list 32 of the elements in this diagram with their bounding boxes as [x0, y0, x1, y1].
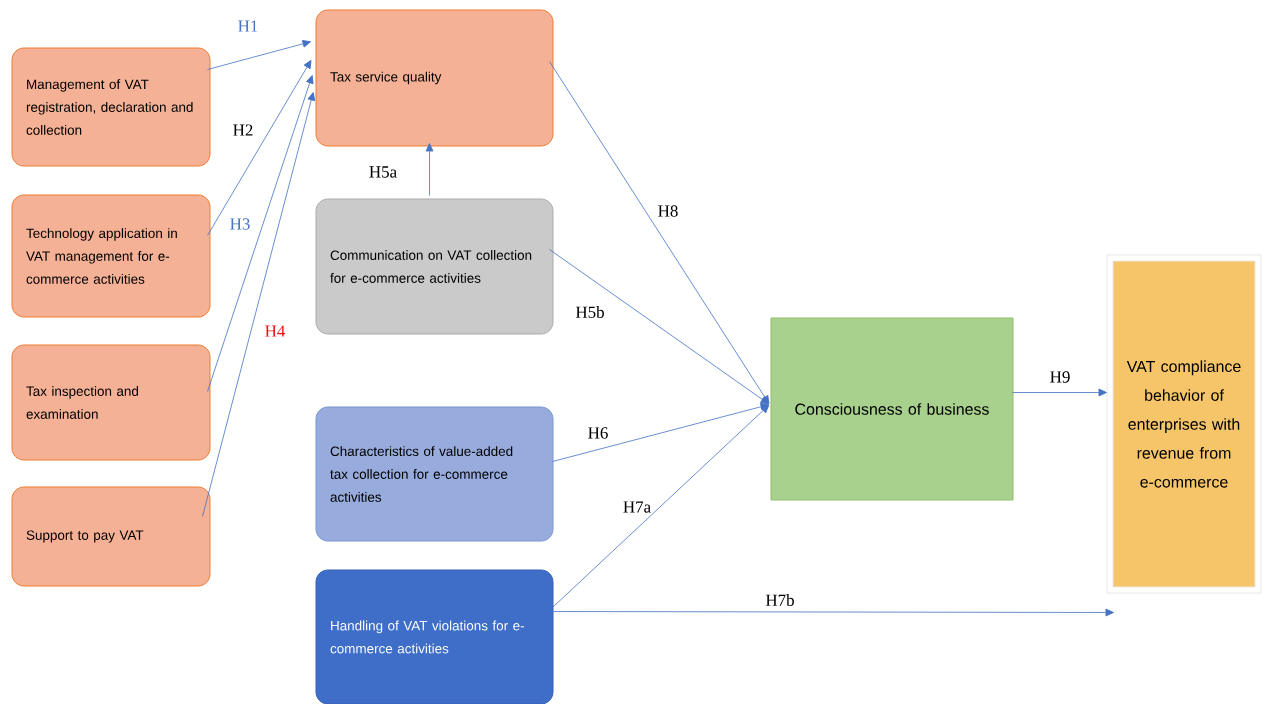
process-box: Technology application in VAT management for e-commerce activities	[11, 194, 211, 318]
process-box: Communication on VAT collection for e-commerce activities	[315, 198, 554, 335]
arrow	[549, 61, 770, 405]
process-box: Management of VAT registration, declaration and collection	[11, 47, 211, 167]
edge-label: H1	[236, 19, 260, 33]
process-box: Handling of VAT violations for e-commerce activities	[315, 569, 554, 704]
arrow	[552, 608, 1114, 617]
process-box: Tax inspection and examination	[11, 344, 211, 461]
edge-label: H5b	[574, 305, 606, 319]
process-box: Characteristics of value-added tax collection for e-commerce activities	[315, 406, 554, 542]
edge-label: H7a	[621, 500, 653, 514]
process-box: Support to pay VAT	[11, 486, 211, 587]
process-box: Consciousness of business	[770, 317, 1014, 501]
process-box: Tax service quality	[315, 9, 554, 147]
arrow	[1012, 388, 1107, 397]
arrow	[207, 59, 312, 236]
arrow	[549, 249, 770, 405]
edge-label: H4	[263, 324, 287, 338]
arrow	[425, 143, 434, 196]
arrow	[552, 404, 770, 608]
arrow	[552, 402, 769, 462]
edge-label: H5a	[367, 165, 399, 179]
edge-label: H7b	[764, 593, 796, 607]
edge-label: H3	[228, 217, 252, 231]
arrow	[207, 40, 311, 70]
edge-label: H2	[231, 123, 255, 137]
edge-label: H8	[656, 204, 680, 218]
arrow	[207, 75, 314, 392]
arrow	[202, 92, 316, 517]
edge-label: H6	[586, 426, 610, 440]
outcome-box: VAT compliance behavior of enterprises with revenue from e-commerce	[1106, 254, 1262, 594]
edge-label: H9	[1048, 370, 1072, 384]
